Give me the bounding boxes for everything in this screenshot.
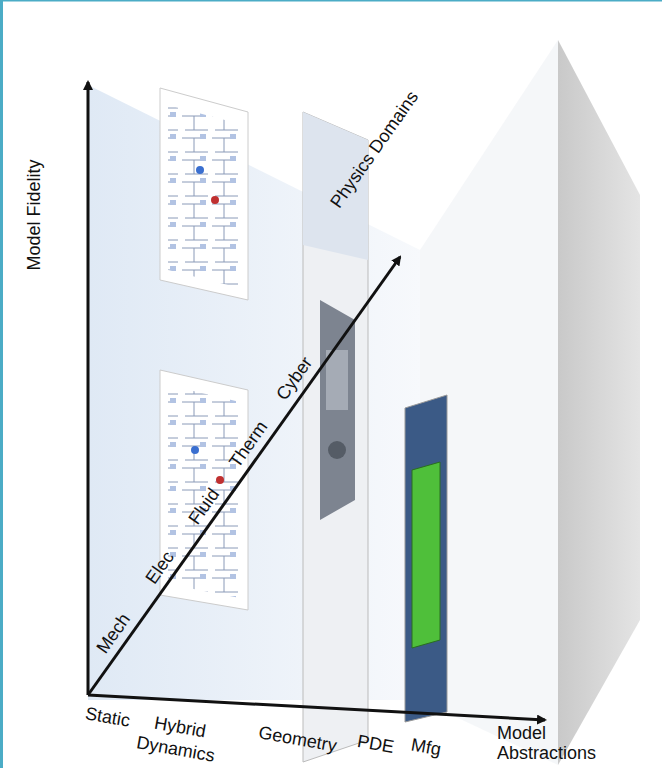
cad-panel <box>303 112 368 762</box>
abstraction-label: Static <box>84 704 132 731</box>
fidelity-axis <box>87 82 90 695</box>
abstraction-label: PDE <box>356 732 396 758</box>
abstraction-label: Mfg <box>409 736 442 761</box>
box-face <box>558 40 640 765</box>
axis-title: Model Fidelity <box>25 159 45 270</box>
back-plane <box>88 85 420 700</box>
schematic-panel <box>160 88 248 300</box>
mfg-panel <box>405 395 447 722</box>
physics-axis <box>88 257 400 695</box>
axis-title: Model Abstractions <box>497 724 607 764</box>
